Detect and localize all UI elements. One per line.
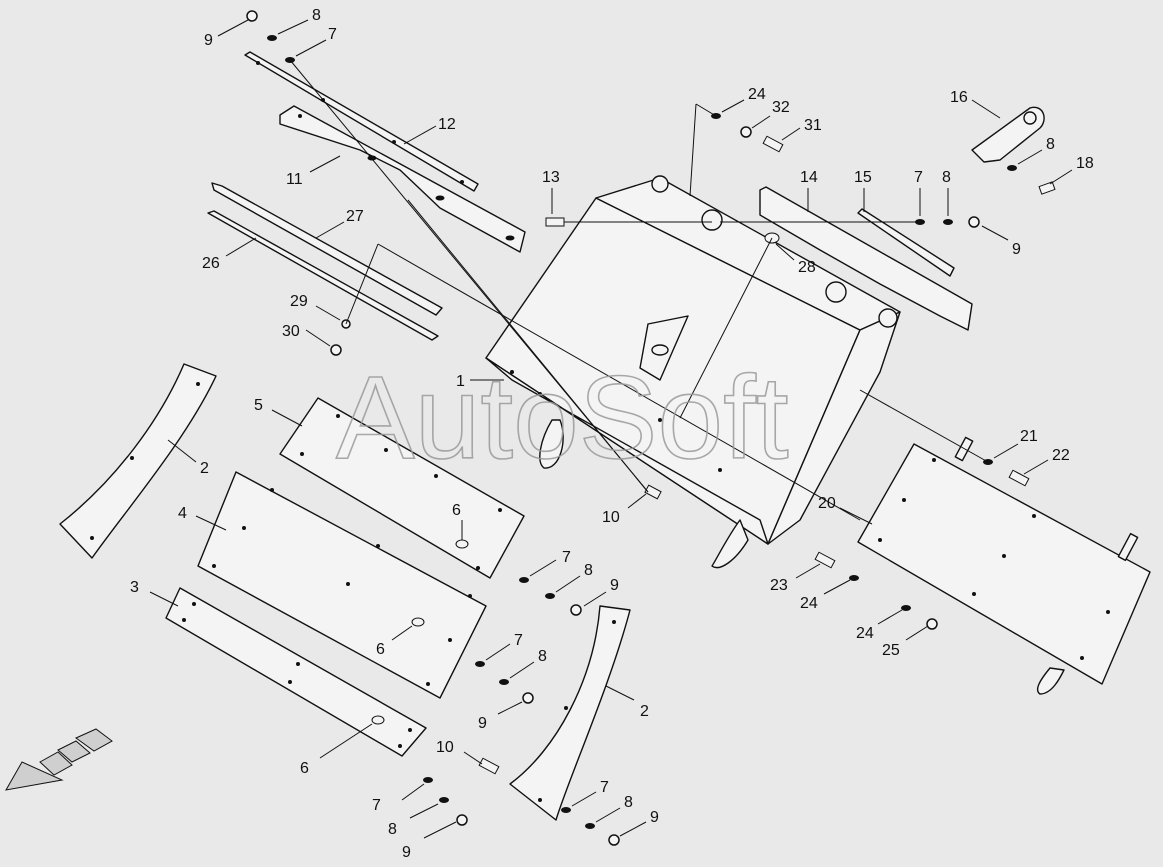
callout-label: 7 (328, 26, 337, 43)
strip-11 (279, 105, 526, 253)
callout-label: 9 (204, 32, 213, 49)
callout-label: 8 (312, 7, 321, 24)
strip-14 (759, 186, 973, 331)
callout-label: 3 (130, 579, 139, 596)
callout-label: 9 (478, 715, 487, 732)
callout-label: 8 (942, 169, 951, 186)
callout-label: 11 (286, 171, 303, 188)
callout-labels: 9 8 7 12 11 27 26 29 30 1 5 2 4 3 6 6 6 … (130, 7, 1094, 861)
callout-label: 4 (178, 505, 187, 522)
callout-label: 9 (650, 809, 659, 826)
callout-label: 32 (772, 99, 790, 116)
callout-label: 10 (602, 509, 620, 526)
strip-12 (244, 51, 479, 192)
callout-label: 9 (610, 577, 619, 594)
callout-label: 1 (456, 373, 465, 390)
callout-label: 18 (1076, 155, 1094, 172)
plate-4 (197, 471, 487, 699)
callout-label: 23 (770, 577, 788, 594)
callout-label: 12 (438, 116, 456, 133)
callout-label: 22 (1052, 447, 1070, 464)
side-plate-2-right (509, 605, 631, 821)
callout-label: 5 (254, 397, 263, 414)
panel-20 (857, 436, 1151, 695)
side-plate-2-left (59, 363, 217, 559)
callout-label: 10 (436, 739, 454, 756)
callout-label: 6 (452, 502, 461, 519)
callout-label: 29 (290, 293, 308, 310)
plate-3 (165, 587, 427, 757)
callout-label: 8 (388, 821, 397, 838)
callout-label: 15 (854, 169, 872, 186)
watermark-text: AutoSoft (336, 352, 789, 484)
callout-label: 7 (372, 797, 381, 814)
callout-label: 14 (800, 169, 818, 186)
callout-label: 9 (1012, 241, 1021, 258)
plate-5 (279, 397, 525, 579)
callout-label: 27 (346, 208, 364, 225)
callout-label: 31 (804, 117, 822, 134)
callout-label: 6 (300, 760, 309, 777)
callout-label: 26 (202, 255, 220, 272)
callout-label: 28 (798, 259, 816, 276)
strip-26 (207, 210, 439, 341)
callout-label: 7 (914, 169, 923, 186)
callout-label: 13 (542, 169, 560, 186)
callout-label: 2 (640, 703, 649, 720)
callout-label: 20 (818, 495, 836, 512)
reference-lines (289, 59, 989, 521)
callout-label: 6 (376, 641, 385, 658)
callout-label: 8 (538, 648, 547, 665)
callout-label: 24 (800, 595, 818, 612)
callout-label: 9 (402, 844, 411, 861)
callout-label: 8 (624, 794, 633, 811)
direction-arrow-icon (5, 728, 113, 791)
callout-label: 8 (1046, 136, 1055, 153)
callout-label: 25 (882, 642, 900, 659)
callout-label: 24 (748, 86, 766, 103)
strip-15 (857, 208, 955, 277)
callout-label: 2 (200, 460, 209, 477)
fasteners (246, 10, 1056, 846)
callout-label: 7 (600, 779, 609, 796)
callout-label: 21 (1020, 428, 1038, 445)
callout-label: 24 (856, 625, 874, 642)
callout-label: 7 (562, 549, 571, 566)
callout-label: 16 (950, 89, 968, 106)
callout-label: 7 (514, 632, 523, 649)
bracket-16 (971, 106, 1045, 163)
callout-label: 8 (584, 562, 593, 579)
strip-27 (211, 182, 443, 316)
callout-label: 30 (282, 323, 300, 340)
